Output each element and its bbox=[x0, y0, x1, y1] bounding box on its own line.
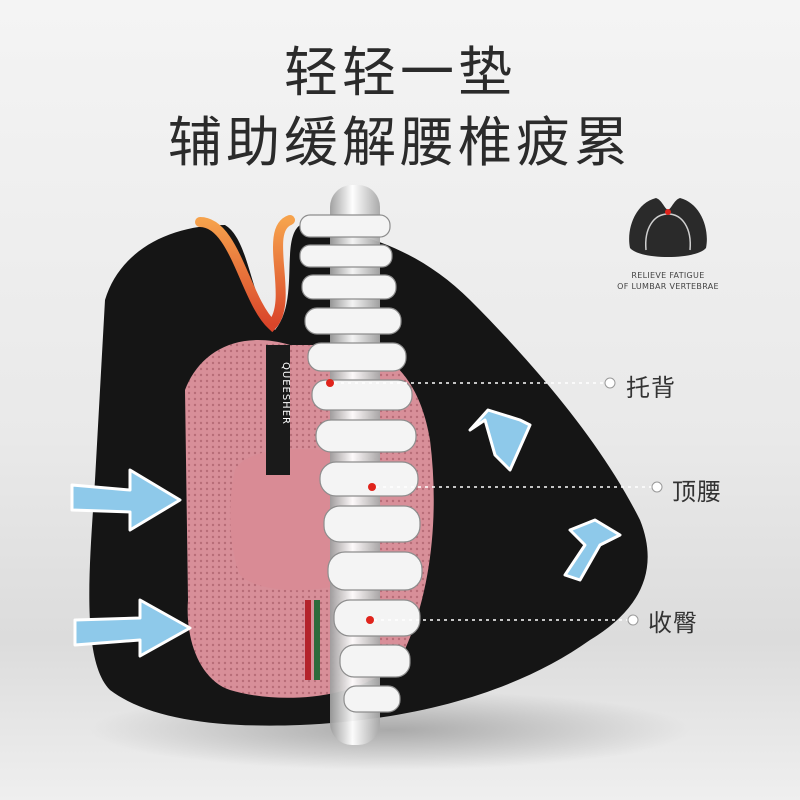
leader-end-waist bbox=[651, 481, 663, 493]
lumbar-cushion-icon bbox=[629, 198, 707, 257]
cushion-top-edge bbox=[195, 215, 295, 333]
headline: 轻轻一垫 辅助缓解腰椎疲累 bbox=[0, 38, 800, 178]
strap-brand-text: QUEESHER bbox=[280, 362, 291, 425]
arrow-left-upper bbox=[70, 468, 182, 532]
callout-waist-support: 顶腰 bbox=[672, 478, 722, 506]
marker-back bbox=[326, 379, 334, 387]
strap-stripe-green bbox=[314, 600, 320, 680]
marker-hip bbox=[366, 616, 374, 624]
brand-strap bbox=[266, 345, 290, 475]
headline-line-2: 辅助缓解腰椎疲累 bbox=[168, 111, 632, 174]
arrow-right-upper bbox=[468, 408, 532, 472]
badge: RELIEVE FATIGUE OF LUMBAR VERTEBRAE bbox=[608, 188, 728, 308]
spine-graphic bbox=[299, 185, 423, 745]
arrow-right-lower bbox=[563, 518, 622, 582]
arrow-left-lower bbox=[73, 598, 192, 658]
callout-back-support: 托背 bbox=[626, 374, 676, 402]
marker-waist bbox=[368, 483, 376, 491]
callout-hip-lift: 收臀 bbox=[648, 609, 698, 637]
badge-line-1: RELIEVE FATIGUE bbox=[631, 271, 705, 280]
leader-end-hip bbox=[627, 614, 639, 626]
leader-end-back bbox=[604, 377, 616, 389]
badge-text: RELIEVE FATIGUE OF LUMBAR VERTEBRAE bbox=[608, 270, 728, 292]
badge-line-2: OF LUMBAR VERTEBRAE bbox=[617, 282, 719, 291]
strap-stripe-red bbox=[305, 600, 311, 680]
headline-line-1: 轻轻一垫 bbox=[284, 41, 516, 104]
